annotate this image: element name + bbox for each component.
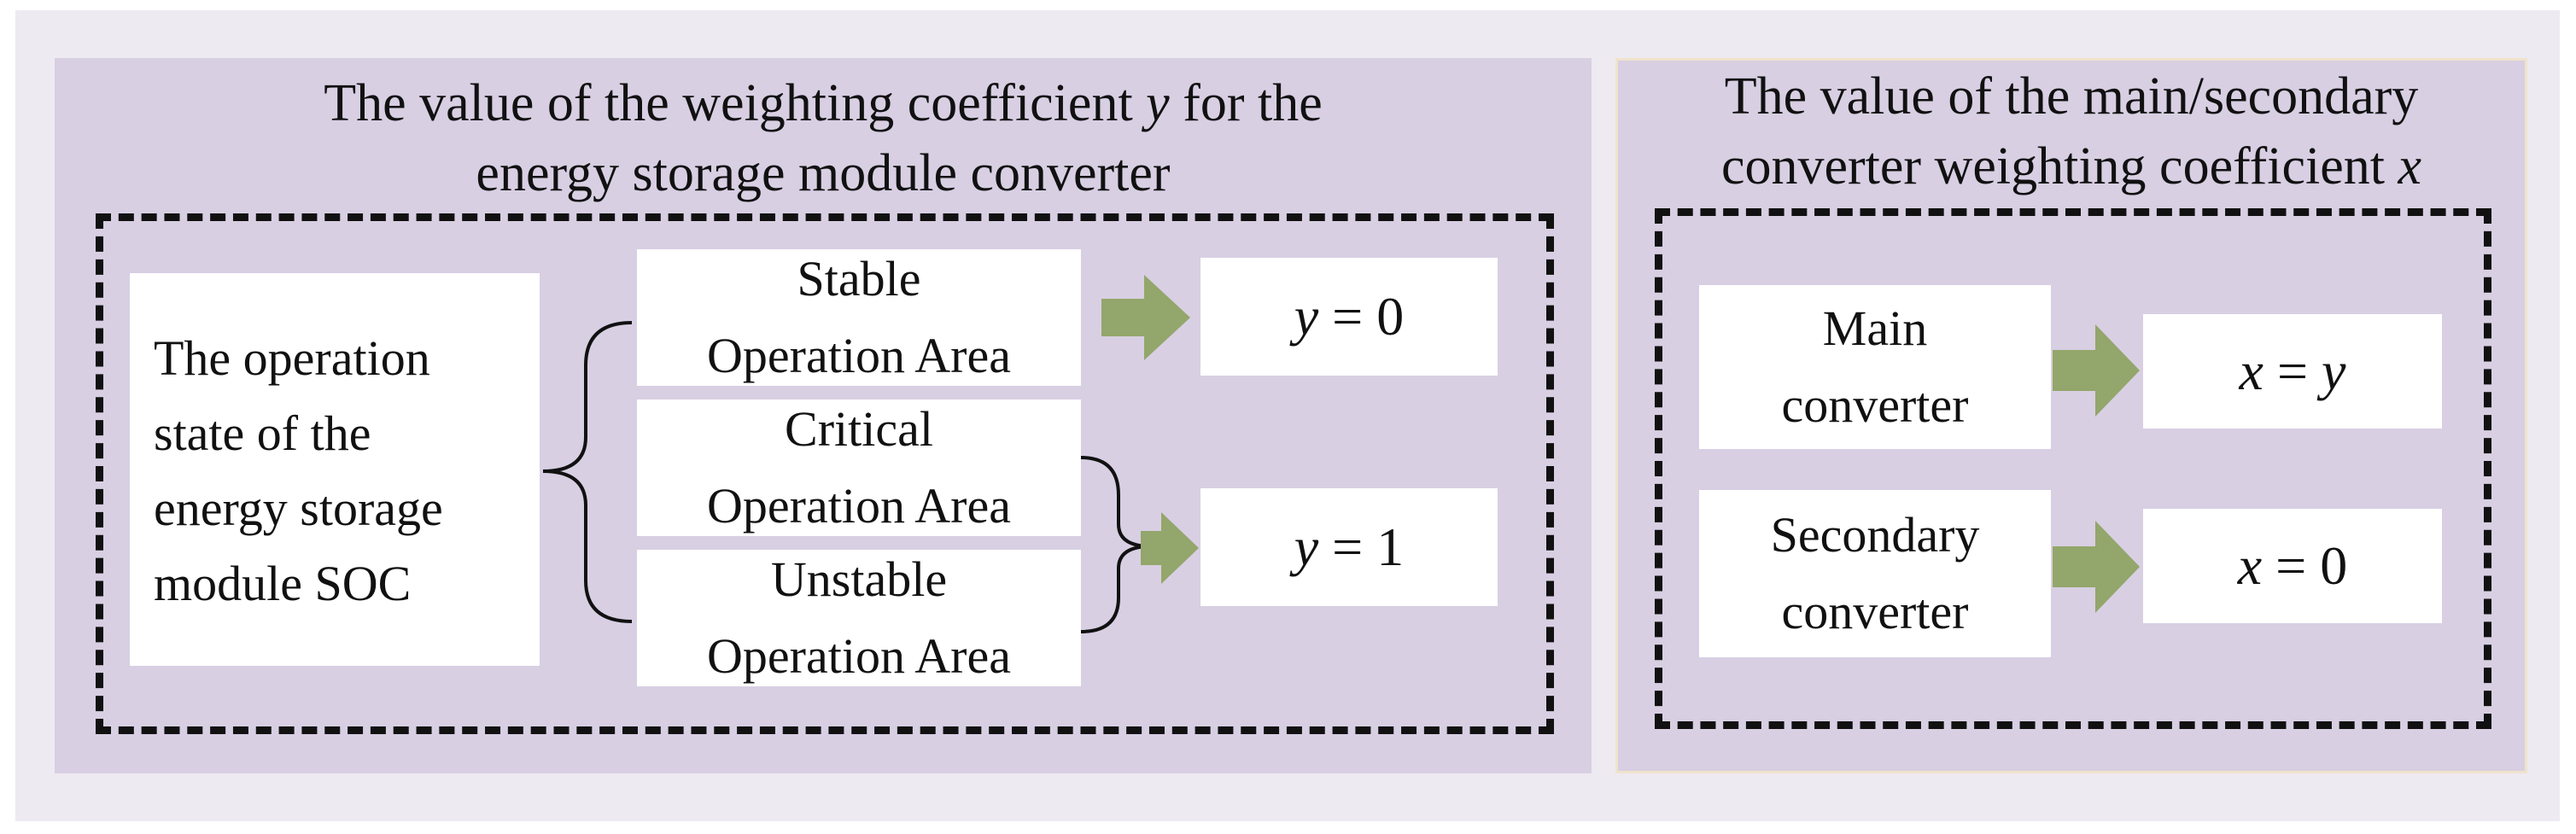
left-dashed-group <box>96 213 1554 734</box>
xy-value: y <box>2322 341 2346 401</box>
xy-variable: x <box>2239 341 2263 401</box>
critical-unstable-right-brace <box>1080 456 1152 633</box>
right-dashed-group <box>1655 208 2491 729</box>
unstable-line-1: Unstable <box>770 551 948 607</box>
x-equals-zero-box: x = 0 <box>2143 509 2442 623</box>
right-title-variable: x <box>2398 137 2421 195</box>
right-panel-title: The value of the main/secondary converte… <box>1615 61 2527 201</box>
stable-line-2: Operation Area <box>707 328 1011 383</box>
soc-line-2: state of the <box>154 405 371 461</box>
x0-variable: x <box>2237 535 2263 596</box>
main-converter-box: Main converter <box>1699 285 2051 449</box>
critical-unstable-arrow <box>1141 512 1199 584</box>
secondary-line-2: converter <box>1781 584 1969 639</box>
critical-line-1: Critical <box>785 401 933 457</box>
y1-operator: = <box>1318 516 1377 577</box>
x0-operator: = <box>2262 535 2321 596</box>
main-line-1: Main <box>1822 300 1928 356</box>
left-title-line1-pre: The value of the weighting coefficient <box>324 74 1147 132</box>
xy-operator: = <box>2263 341 2322 401</box>
soc-left-brace <box>542 321 633 623</box>
main-line-2: converter <box>1781 377 1969 433</box>
y-equals-zero-box: y = 0 <box>1200 258 1498 376</box>
stable-line-1: Stable <box>797 251 921 306</box>
right-title-line1: The value of the main/secondary <box>1724 67 2419 125</box>
secondary-converter-box: Secondary converter <box>1699 490 2051 657</box>
stable-arrow <box>1101 275 1190 360</box>
right-title-line2-pre: converter weighting coefficient <box>1721 137 2398 195</box>
secondary-converter-arrow <box>2053 521 2140 613</box>
x-equals-y-box: x = y <box>2143 314 2442 429</box>
main-converter-arrow <box>2053 324 2140 417</box>
y1-variable: y <box>1294 516 1319 577</box>
soc-line-1: The operation <box>154 330 430 386</box>
left-panel-title: The value of the weighting coefficient y… <box>55 68 1592 208</box>
y0-value: 0 <box>1376 286 1405 347</box>
y0-variable: y <box>1294 286 1319 347</box>
unstable-line-2: Operation Area <box>707 628 1011 684</box>
soc-line-4: module SOC <box>154 556 412 611</box>
y0-operator: = <box>1318 286 1377 347</box>
x0-value: 0 <box>2320 535 2348 596</box>
left-title-line1-post: for the <box>1169 74 1323 132</box>
secondary-line-1: Secondary <box>1770 507 1980 563</box>
y1-value: 1 <box>1376 516 1405 577</box>
critical-line-2: Operation Area <box>707 478 1011 534</box>
soc-line-3: energy storage <box>154 481 443 536</box>
soc-state-box: The operation state of the energy storag… <box>130 273 540 666</box>
left-title-variable: y <box>1146 74 1170 132</box>
left-title-line2: energy storage module converter <box>476 144 1171 202</box>
y-equals-one-box: y = 1 <box>1200 488 1498 606</box>
